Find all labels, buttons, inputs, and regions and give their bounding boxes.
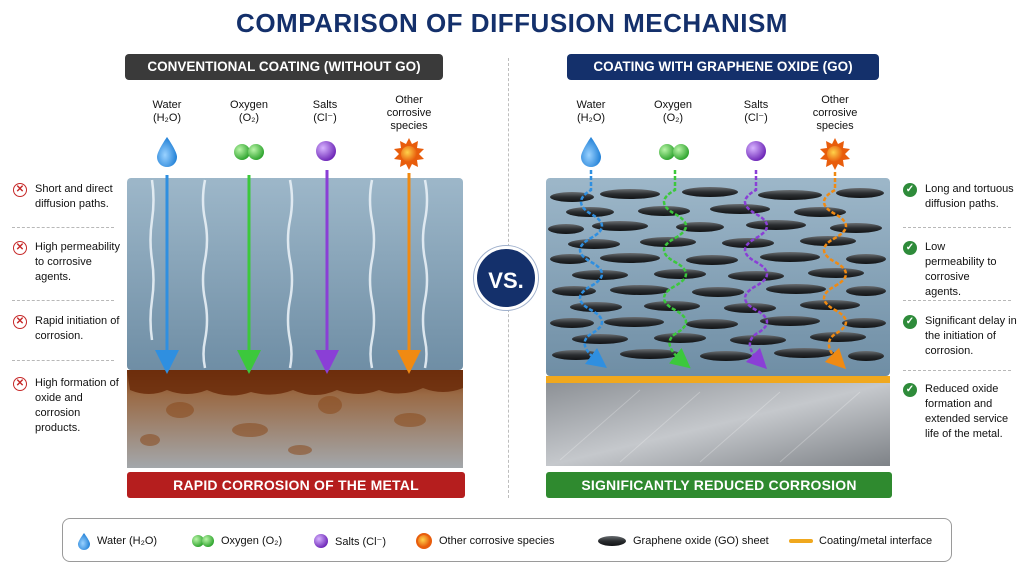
left-callout-2: ✕ High permeability to corrosive agents. — [13, 240, 123, 283]
legend-item-salts: Salts (Cl⁻) — [313, 519, 386, 563]
left-divider-2 — [12, 300, 114, 301]
rapid-corrosion-banner: RAPID CORROSION OF THE METAL — [127, 472, 465, 498]
page-title: COMPARISON OF DIFFUSION MECHANISM — [236, 8, 788, 38]
x-circle-icon: ✕ — [13, 183, 27, 197]
corrosive-species-icon — [820, 138, 850, 170]
conventional-coating-header: CONVENTIONAL COATING (WITHOUT GO) — [125, 54, 443, 80]
left-callout-3: ✕ Rapid initiation of corrosion. — [13, 314, 123, 346]
graphene-sheet-icon — [598, 536, 626, 546]
water-diffusion-path-tortuous — [578, 170, 607, 369]
oxygen-molecule-icon — [234, 144, 264, 160]
corroded-metal-block — [127, 370, 463, 468]
salt-ion-icon — [314, 534, 328, 548]
species-label-oxygen-left: Oxygen(O₂) — [230, 99, 268, 124]
graphene-coating-header: COATING WITH GRAPHENE OXIDE (GO) — [567, 54, 879, 80]
legend-item-graphene: Graphene oxide (GO) sheet — [597, 519, 769, 563]
check-circle-icon: ✓ — [903, 241, 917, 255]
check-circle-icon: ✓ — [903, 315, 917, 329]
x-circle-icon: ✕ — [13, 315, 27, 329]
corrosive-diffusion-path-tortuous — [822, 172, 848, 370]
reduced-corrosion-banner: SIGNIFICANTLY REDUCED CORROSION — [546, 472, 892, 498]
left-callout-1: ✕ Short and direct diffusion paths. — [13, 182, 123, 214]
coating-metal-interface — [546, 376, 890, 383]
oxygen-molecule-icon — [659, 144, 689, 160]
species-label-oxygen-right: Oxygen(O₂) — [654, 99, 692, 124]
salt-ion-icon — [316, 141, 336, 161]
conventional-coating-block — [127, 178, 463, 370]
oxygen-diffusion-path-tortuous — [662, 170, 691, 369]
legend-item-oxygen: Oxygen (O₂) — [191, 519, 282, 563]
right-divider-1 — [903, 227, 1011, 228]
salt-ion-icon — [746, 141, 766, 161]
water-drop-icon — [157, 137, 177, 167]
right-divider-3 — [903, 370, 1011, 371]
interface-line-icon — [789, 539, 813, 543]
species-label-water-left: Water(H₂O) — [152, 99, 182, 124]
corrosive-species-icon — [394, 138, 424, 170]
legend-item-interface: Coating/metal interface — [789, 519, 932, 563]
right-callout-1: ✓ Long and tortuous diffusion paths. — [903, 182, 1019, 214]
x-circle-icon: ✕ — [13, 241, 27, 255]
vs-badge: VS. — [474, 246, 538, 310]
salt-diffusion-path-tortuous — [743, 170, 769, 370]
graphene-coating-block — [546, 178, 890, 376]
legend-item-water: Water (H₂O) — [77, 519, 157, 563]
check-circle-icon: ✓ — [903, 383, 917, 397]
legend: Water (H₂O) Oxygen (O₂) Salts (Cl⁻) Othe… — [62, 518, 952, 562]
legend-item-other: Other corrosive species — [415, 519, 555, 563]
water-drop-icon — [581, 137, 601, 167]
species-label-salts-left: Salts(Cl⁻) — [312, 99, 338, 124]
protected-metal-block — [546, 383, 890, 466]
left-callout-4: ✕ High formation of oxide and corrosion … — [13, 376, 123, 434]
check-circle-icon: ✓ — [903, 183, 917, 197]
left-divider-3 — [12, 360, 114, 361]
oxygen-molecule-icon — [192, 535, 214, 547]
right-callout-2: ✓ Low permeability to corrosive agents. — [903, 240, 1019, 298]
right-callout-4: ✓ Reduced oxide formation and extended s… — [903, 382, 1019, 446]
species-label-water-right: Water(H₂O) — [576, 99, 606, 124]
water-drop-icon — [78, 533, 90, 550]
corrosive-species-icon — [416, 533, 432, 549]
x-circle-icon: ✕ — [13, 377, 27, 391]
right-divider-2 — [903, 300, 1011, 301]
right-callout-3: ✓ Significant delay in the initiation of… — [903, 314, 1019, 362]
species-label-salts-right: Salts(Cl⁻) — [743, 99, 769, 124]
left-divider-1 — [12, 227, 114, 228]
